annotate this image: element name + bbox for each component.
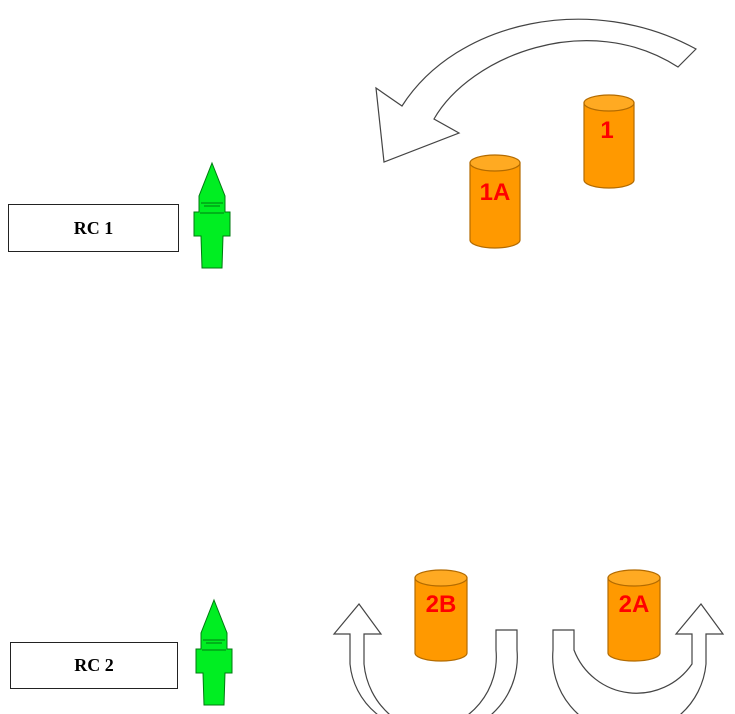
mark-2b: 2B: [414, 569, 468, 662]
mark-2b-label: 2B: [426, 591, 457, 618]
mark-1: 1: [583, 94, 635, 189]
rc1-label-box: RC 1: [8, 204, 179, 252]
rc1-boat: [193, 161, 231, 269]
mark-1a: 1A: [469, 154, 521, 249]
mark-2a: 2A: [607, 569, 661, 662]
rc2-label-box: RC 2: [10, 642, 178, 689]
rc1-label: RC 1: [73, 217, 114, 238]
mark-1-label: 1: [600, 117, 613, 144]
rc2-boat: [195, 598, 233, 706]
mark-1a-label: 1A: [480, 179, 511, 206]
rc2-label: RC 2: [74, 655, 114, 675]
rounding-arrow-mark-1: [375, 18, 697, 163]
rounding-arrow-mark-2a: [552, 603, 725, 714]
mark-2a-label: 2A: [619, 591, 650, 618]
